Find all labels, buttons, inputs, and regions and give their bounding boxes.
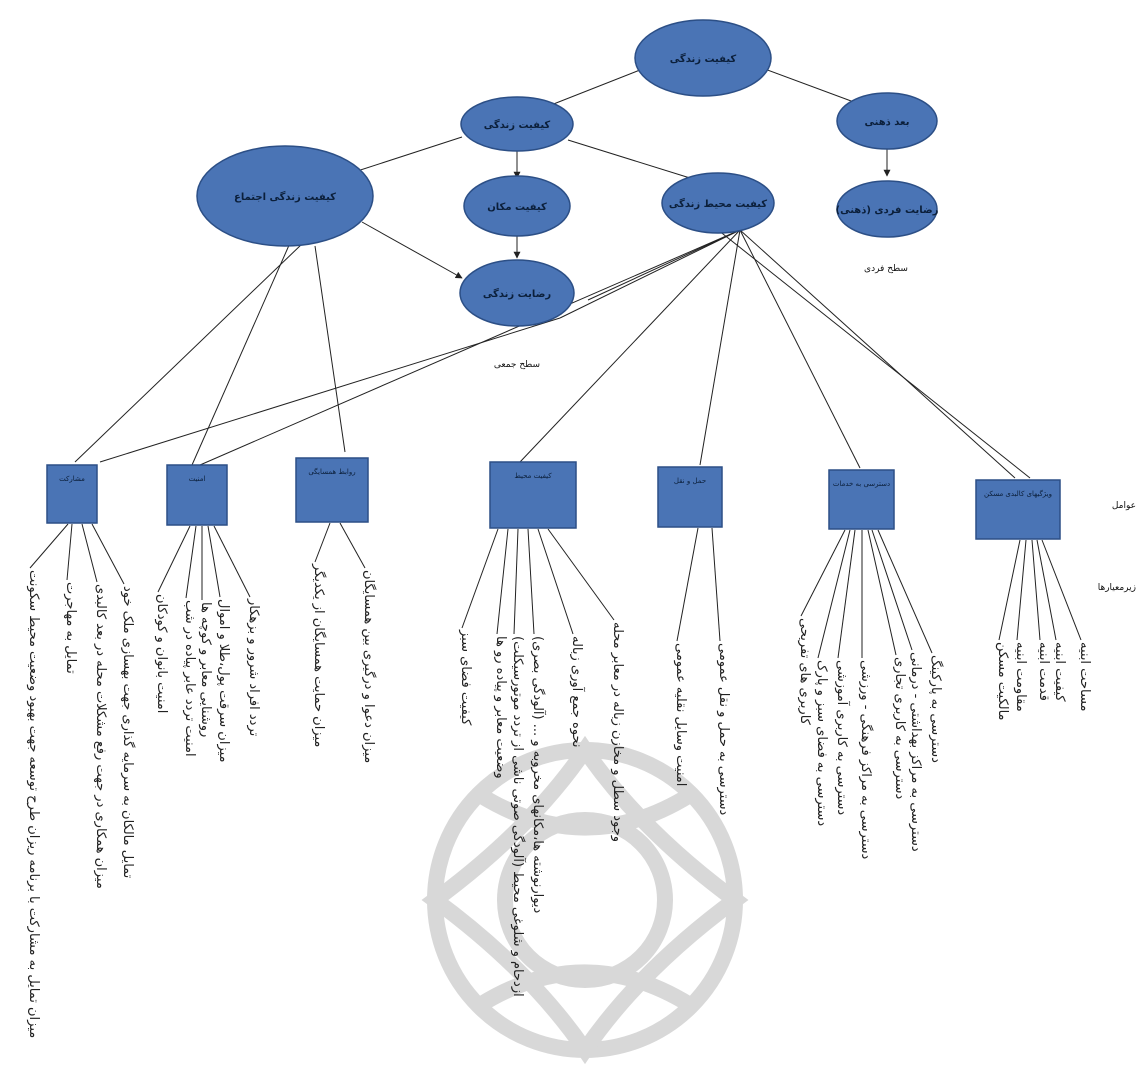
sub-factor-label: دسترسی به کاربری آموزشی — [834, 660, 851, 815]
node-label: کیفیت مکان — [487, 202, 547, 213]
sub-factor-label: امنیت وسایل نقلیه عمومی — [673, 643, 688, 786]
sub-factor-label: تمایل به مهاجرت — [63, 582, 78, 674]
sub-factor-label: مقاومت ابنیه — [1013, 642, 1028, 712]
node-label: رضایت فردی (ذهنی) — [836, 205, 939, 216]
sub-factor-label: میزان دعوا و درگیری بین همسایگان — [361, 570, 377, 763]
sub-factor-label: مساحت ابنیه — [1077, 642, 1092, 712]
factor-box — [657, 466, 723, 528]
sub-factor-label: وضعیت معابر و پیاده رو ها — [493, 636, 508, 779]
factor-label: ویژگیهای کالبدی مسکن — [984, 489, 1052, 498]
sub-factor-label: میزان همکاری در جهت رفع مشکلات محله در ب… — [93, 584, 108, 889]
factor-box — [975, 479, 1061, 540]
factor-box — [828, 469, 895, 530]
node-life-satisfaction: رضایت زندگی — [459, 259, 575, 327]
sub-factor-label: دسترسی به فضای سبز و پارک — [814, 660, 829, 826]
factor-box — [295, 457, 369, 523]
factor-label: دسترسی به خدمات — [833, 480, 890, 488]
factor-5: حمل و نقل امنیت وسایل نقلیه عمومی دسترسی ب… — [657, 466, 731, 815]
factor-1: مشارکت میزان تمایل به مشارکت با برنامه ری… — [26, 464, 136, 1038]
factor-label: روابط همسایگی — [308, 467, 355, 476]
factor-label: امنیت — [189, 475, 206, 483]
caption-factors: عوامل — [1112, 501, 1136, 511]
factor-3: روابط همسایگی میزان حمایت همسایگان از یکد… — [295, 457, 377, 763]
node-place-quality: کیفیت مکان — [463, 175, 571, 237]
sub-factor-label: کاربری های تفریحی — [797, 618, 812, 726]
node-label: کیفیت زندگی — [670, 52, 737, 65]
factors-layer: مشارکت میزان تمایل به مشارکت با برنامه ری… — [26, 457, 1092, 1038]
sub-factor-label: دسترسی به مراکز بهداشتی - درمانی — [908, 652, 923, 852]
caption-community-level: سطح جمعی — [494, 360, 540, 370]
sub-factor-label: کیفیت ابنیه — [1052, 642, 1067, 702]
sub-factor-label: دسترسی به پارکینگ — [928, 655, 944, 763]
factor-box — [166, 464, 228, 526]
sub-factor-label: میزان تمایل به مشارکت با برنامه ریزان طر… — [26, 570, 41, 1038]
node-subjective-dimension: بعد ذهنی — [836, 92, 938, 150]
node-living-environment-quality: کیفیت محیط زندگی — [661, 172, 775, 234]
sub-factor-label: دسترسی به حمل و نقل عمومی — [716, 643, 731, 815]
factor-label: مشارکت — [59, 475, 85, 483]
factor-box — [489, 461, 577, 529]
sub-factor-label: وجود سطل و مخازن زباله در معابر محله — [610, 622, 625, 842]
sub-factor-label: نحوه جمع آوری زباله — [569, 636, 586, 748]
node-label: کیفیت محیط زندگی — [669, 197, 767, 210]
caption-individual-level: سطح فردی — [864, 264, 908, 274]
connector-lines — [29, 67, 1082, 659]
node-quality-of-life-objective: کیفیت زندگی — [460, 96, 574, 152]
sub-factor-label: امنیت بانوان و کودکان — [154, 594, 169, 713]
node-label: بعد ذهنی — [865, 117, 910, 128]
sub-factor-label: قدمت ابنیه — [1036, 642, 1051, 701]
sub-factor-label: امنیت تردد عابر پیاده در شب — [182, 600, 197, 757]
watermark-logo — [421, 735, 749, 1065]
sub-factor-label: تردد افراد شرور و بزهکار — [246, 598, 261, 737]
node-community-quality-of-life: کیفیت زندگی اجتماع — [196, 145, 374, 247]
factor-4: کیفیت محیط کیفیت فضای سبز وضعیت معابر و پی… — [458, 461, 625, 997]
sub-factor-label: ازدحام و شلوغی محیط (آلودگی صوتی ناشی از… — [510, 636, 527, 997]
node-label: کیفیت زندگی — [484, 118, 551, 131]
sub-factor-label: روشنایی معابر و کوچه ها — [198, 602, 213, 737]
factor-label: حمل و نقل — [674, 477, 706, 485]
caption-sub-criteria: زیرمعیارها — [1098, 583, 1136, 593]
sub-factor-label: مالکیت مسکن — [995, 642, 1010, 721]
node-quality-of-life-root: کیفیت زندگی — [634, 19, 772, 97]
sub-factor-label: کیفیت فضای سبز — [458, 629, 473, 726]
node-label: کیفیت زندگی اجتماع — [234, 190, 336, 203]
sub-factor-label: تمایل مالکان به سرمایه گذاری جهت بهسازی … — [120, 586, 136, 879]
sub-factor-label: میزان سرقت پول،طلا و اموال — [216, 599, 231, 763]
node-label: رضایت زندگی — [483, 287, 551, 300]
factor-box — [46, 464, 98, 524]
factor-2: امنیت امنیت بانوان و کودکان امنیت تردد عاب… — [154, 464, 261, 763]
sub-factor-label: دیوارنوشته ها،مکانهای مخروبه و ... (آلود… — [530, 636, 547, 914]
sub-factor-label: دسترسی به مراکز فرهنگی - ورزشی — [858, 660, 874, 860]
node-individual-satisfaction: رضایت فردی (ذهنی) — [836, 180, 939, 238]
sub-factor-label: دسترسی به کاربری تجاری — [892, 657, 907, 800]
sub-factor-label: میزان حمایت همسایگان از یکدیگر — [311, 563, 327, 747]
factor-label: کیفیت محیط — [514, 472, 552, 480]
